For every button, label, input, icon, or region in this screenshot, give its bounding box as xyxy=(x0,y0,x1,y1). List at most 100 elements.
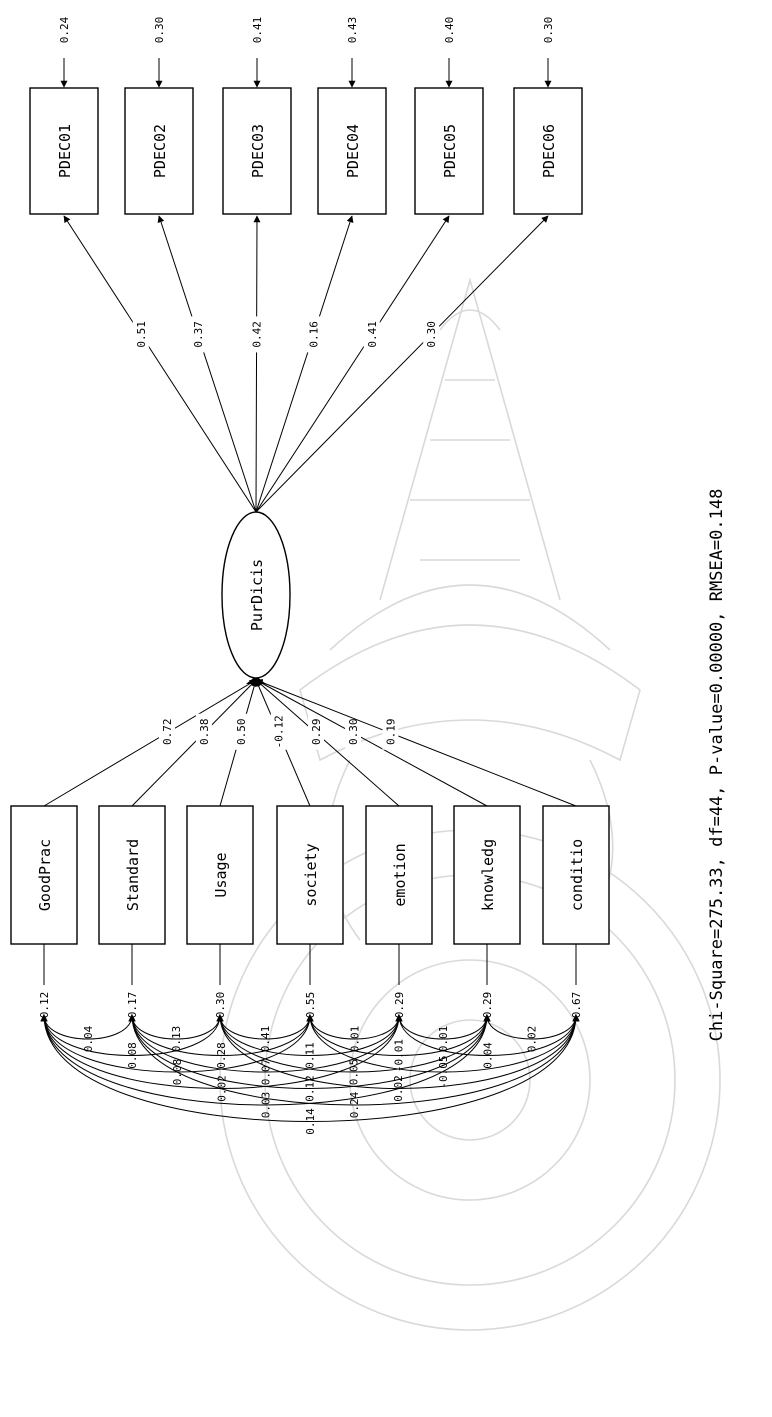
indicator-label: PDEC04 xyxy=(344,124,362,178)
loading-value: 0.42 xyxy=(251,321,264,348)
coef-backdrop xyxy=(158,713,175,750)
covariance-arc xyxy=(306,1014,491,1056)
latent-variable-purdicis xyxy=(221,511,291,679)
covariance-arc xyxy=(40,1014,580,1122)
coef-backdrop xyxy=(308,713,325,750)
variable-label: emotion xyxy=(391,843,409,906)
loading-value: 0.30 xyxy=(425,321,438,348)
observed-variable-goodprac xyxy=(10,805,78,945)
variance-value: 0.30 xyxy=(214,992,227,1019)
covariance-arc xyxy=(395,1014,580,1056)
error-variance: 0.24 xyxy=(58,16,71,43)
variance-value: 0.17 xyxy=(126,992,139,1019)
covariance-arc xyxy=(128,1014,314,1056)
coef-backdrop xyxy=(248,316,265,353)
covariance-value: 0.04 xyxy=(482,1042,495,1069)
covariance-arc xyxy=(128,1014,403,1073)
covariance-value: 0.02 xyxy=(392,1075,405,1102)
path-coefficient: 0.50 xyxy=(235,719,248,746)
covariance-arc xyxy=(216,1014,403,1056)
path-coefficient: -0.12 xyxy=(273,715,286,748)
covariance-arc xyxy=(128,1014,491,1089)
path-coefficient: 0.72 xyxy=(161,719,174,746)
observed-variable-standard xyxy=(98,805,166,945)
covariance-value: 0.07 xyxy=(260,1059,273,1086)
covariance-arc xyxy=(483,1014,580,1040)
covariance-value: -0.01 xyxy=(393,1039,406,1072)
indicator-pdec04 xyxy=(317,87,387,215)
path-coefficient: 0.30 xyxy=(347,719,360,746)
coef-backdrop xyxy=(189,316,206,353)
loading-path xyxy=(157,215,257,513)
indicator-label: PDEC03 xyxy=(249,124,267,178)
variable-label: conditio xyxy=(568,839,586,911)
observed-variable-usage xyxy=(186,805,254,945)
covariance-value: 0.08 xyxy=(126,1042,139,1069)
covariance-value: 0.02 xyxy=(216,1075,229,1102)
covariance-value: 0.28 xyxy=(215,1042,228,1069)
error-variance: 0.30 xyxy=(153,17,166,44)
variable-label: society xyxy=(302,843,320,906)
arrowhead-cluster xyxy=(246,676,266,684)
latent-label: PurDicis xyxy=(248,559,266,631)
observed-variable-emotion xyxy=(365,805,433,945)
loading-path xyxy=(255,215,549,513)
covariance-value: 0.01 xyxy=(437,1026,450,1053)
variance-value: 0.12 xyxy=(38,992,51,1019)
university-seal-watermark xyxy=(219,277,721,1331)
variable-label: Usage xyxy=(212,852,230,897)
observed-variable-conditio xyxy=(542,805,610,945)
covariance-value: 0.41 xyxy=(259,1026,272,1053)
loading-value: 0.51 xyxy=(135,321,148,348)
structural-path xyxy=(255,679,400,807)
covariance-arc xyxy=(128,1014,224,1040)
structural-path xyxy=(131,679,257,807)
coef-backdrop xyxy=(305,316,322,353)
coef-backdrop xyxy=(345,713,362,750)
coef-backdrop xyxy=(232,713,249,750)
covariance-value: 0.08 xyxy=(171,1059,184,1086)
loading-value: 0.16 xyxy=(308,321,321,348)
covariance-arc xyxy=(306,1014,580,1073)
indicator-label: PDEC06 xyxy=(540,124,558,178)
covariance-value: 0.14 xyxy=(304,1108,317,1135)
variance-value: 0.55 xyxy=(304,992,317,1019)
covariance-arc xyxy=(216,1014,580,1089)
covariance-arc xyxy=(216,1014,314,1040)
coef-backdrop xyxy=(195,713,212,750)
loading-path xyxy=(253,215,261,513)
variable-label: Standard xyxy=(124,839,142,911)
fit-statistics: Chi-Square=275.33, df=44, P-value=0.0000… xyxy=(707,489,727,1042)
covariance-arc xyxy=(395,1014,491,1040)
variable-label: GoodPrac xyxy=(36,839,54,911)
covariance-value: 0.02 xyxy=(526,1026,539,1053)
covariance-value: 0.01 xyxy=(349,1026,362,1053)
coef-backdrop xyxy=(132,316,149,353)
covariance-arc xyxy=(128,1014,580,1106)
loading-path xyxy=(255,215,354,513)
covariance-value: 0.13 xyxy=(170,1026,183,1053)
variance-value: 0.29 xyxy=(481,992,494,1019)
observed-variable-knowledg xyxy=(453,805,521,945)
indicator-pdec05 xyxy=(414,87,484,215)
structural-path xyxy=(255,679,577,807)
indicator-pdec02 xyxy=(124,87,194,215)
loading-path xyxy=(255,215,450,513)
variable-label: knowledg xyxy=(479,839,497,911)
coef-backdrop xyxy=(382,713,399,750)
path-coefficient: 0.38 xyxy=(198,719,211,746)
error-variance: 0.30 xyxy=(542,17,555,44)
indicator-label: PDEC05 xyxy=(441,124,459,178)
error-variance: 0.41 xyxy=(251,17,264,44)
covariance-value: -0.05 xyxy=(437,1055,450,1088)
covariance-arc xyxy=(40,1014,136,1040)
covariance-arc xyxy=(306,1014,403,1040)
coef-backdrop xyxy=(423,316,440,353)
covariance-arc xyxy=(40,1014,491,1106)
error-variance: 0.43 xyxy=(346,17,359,44)
path-coefficient: 0.29 xyxy=(310,719,323,746)
variance-value: 0.67 xyxy=(570,992,583,1019)
coef-backdrop xyxy=(270,713,287,750)
variance-value: 0.29 xyxy=(393,992,406,1019)
